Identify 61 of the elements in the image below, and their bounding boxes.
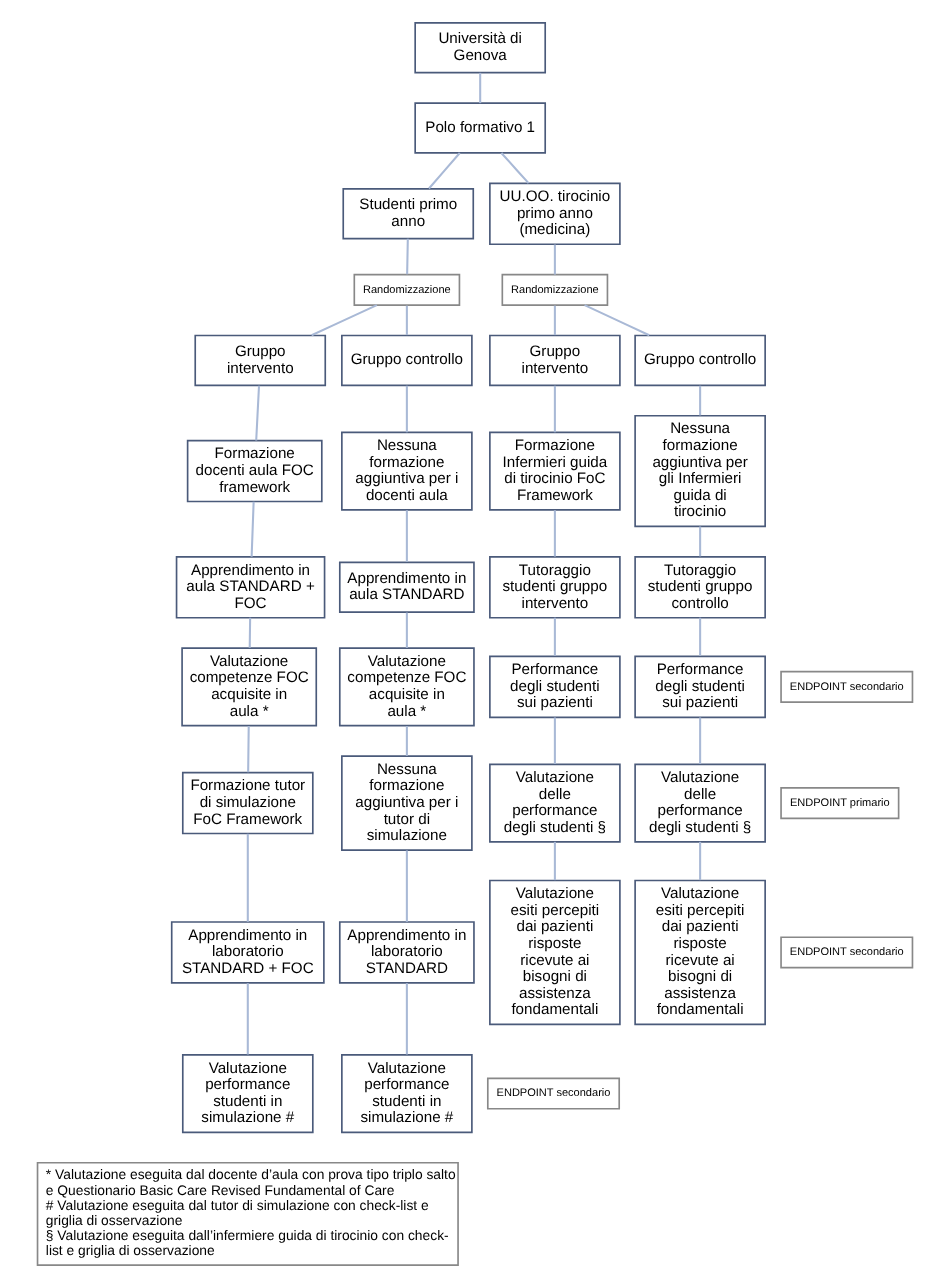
node-box: Nessuna formazione aggiuntiva per gli Infermieri guida di tirocinio [633, 414, 765, 528]
connector [552, 510, 555, 557]
connector [552, 717, 555, 764]
node-box: Apprendimento in laboratorio STANDARD + FOC [169, 921, 324, 984]
node-box: Tutoraggio studenti gruppo intervento [488, 556, 620, 619]
node-box: Nessuna formazione aggiuntiva per i tutor di simulazione [340, 755, 472, 851]
node-box: Valutazione esiti percepiti dai pazienti risposte ricevute ai bisogni di assistenza fondamentali [488, 879, 620, 1026]
node-box: UU.OO. tirocinio primo anno (medicina) [488, 182, 620, 246]
node-box: Formazione Infermieri guida di tirocinio FoC Framework [488, 431, 620, 511]
node-box: Nessuna formazione aggiuntiva per i docenti aula [340, 431, 472, 511]
node-box: Valutazione delle performance degli studenti § [488, 763, 620, 843]
node-box: Performance degli studenti sui pazienti [488, 655, 620, 719]
node-box: Formazione docenti aula FOC framework [185, 439, 322, 503]
connector [404, 726, 407, 756]
node-box: Gruppo intervento [193, 334, 326, 387]
connector [478, 72, 481, 104]
connector [552, 841, 555, 881]
connector [698, 385, 701, 416]
connector [499, 152, 529, 184]
node-box: Università di Genova [413, 22, 546, 74]
node-box: Valutazione performance studenti in simulazione # [180, 1054, 313, 1134]
connector [247, 617, 251, 648]
node-box: Valutazione esiti percepiti dai pazienti risposte ricevute ai bisogni di assistenza fondamentali [633, 879, 765, 1026]
node-box: Apprendimento in aula STANDARD + FOC [174, 556, 325, 619]
connector [404, 983, 407, 1055]
connector [249, 501, 254, 557]
connector [245, 833, 248, 922]
connector [698, 841, 701, 881]
connector [427, 152, 460, 190]
connector [404, 850, 407, 922]
connector [245, 983, 248, 1055]
connector [310, 304, 377, 337]
connector [404, 612, 407, 648]
node-box: Valutazione competenze FOC acquisite in aula * [180, 647, 317, 727]
connector [404, 385, 407, 433]
connector [404, 510, 407, 562]
node-box: Gruppo controllo [340, 334, 472, 387]
connector [698, 617, 701, 656]
node-box: Formazione tutor di simulazione FoC Framework [180, 771, 313, 835]
node-box: Apprendimento in laboratorio STANDARD [337, 921, 474, 984]
connector [552, 305, 555, 336]
node-box: Polo formativo 1 [413, 102, 546, 154]
connector [698, 717, 701, 764]
node-box: Valutazione performance studenti in simulazione # [340, 1054, 472, 1134]
node-box: Studenti primo anno [341, 188, 474, 240]
node-box: Tutoraggio studenti gruppo controllo [633, 556, 765, 619]
node-box: Performance degli studenti sui pazienti [633, 655, 765, 719]
connector [552, 244, 555, 275]
node-box: Valutazione competenze FOC acquisite in aula * [337, 647, 474, 727]
connector [583, 304, 649, 337]
connector [404, 305, 407, 336]
connector [552, 617, 555, 656]
connector [246, 726, 249, 773]
connector [405, 238, 408, 275]
connector [698, 526, 701, 557]
node-box: Valutazione delle performance degli studenti § [633, 763, 765, 843]
node-box: Gruppo intervento [488, 334, 620, 387]
node-box: Apprendimento in aula STANDARD [337, 561, 474, 613]
connector [254, 385, 260, 441]
node-box: Gruppo controllo [633, 334, 765, 387]
connector [552, 385, 555, 433]
